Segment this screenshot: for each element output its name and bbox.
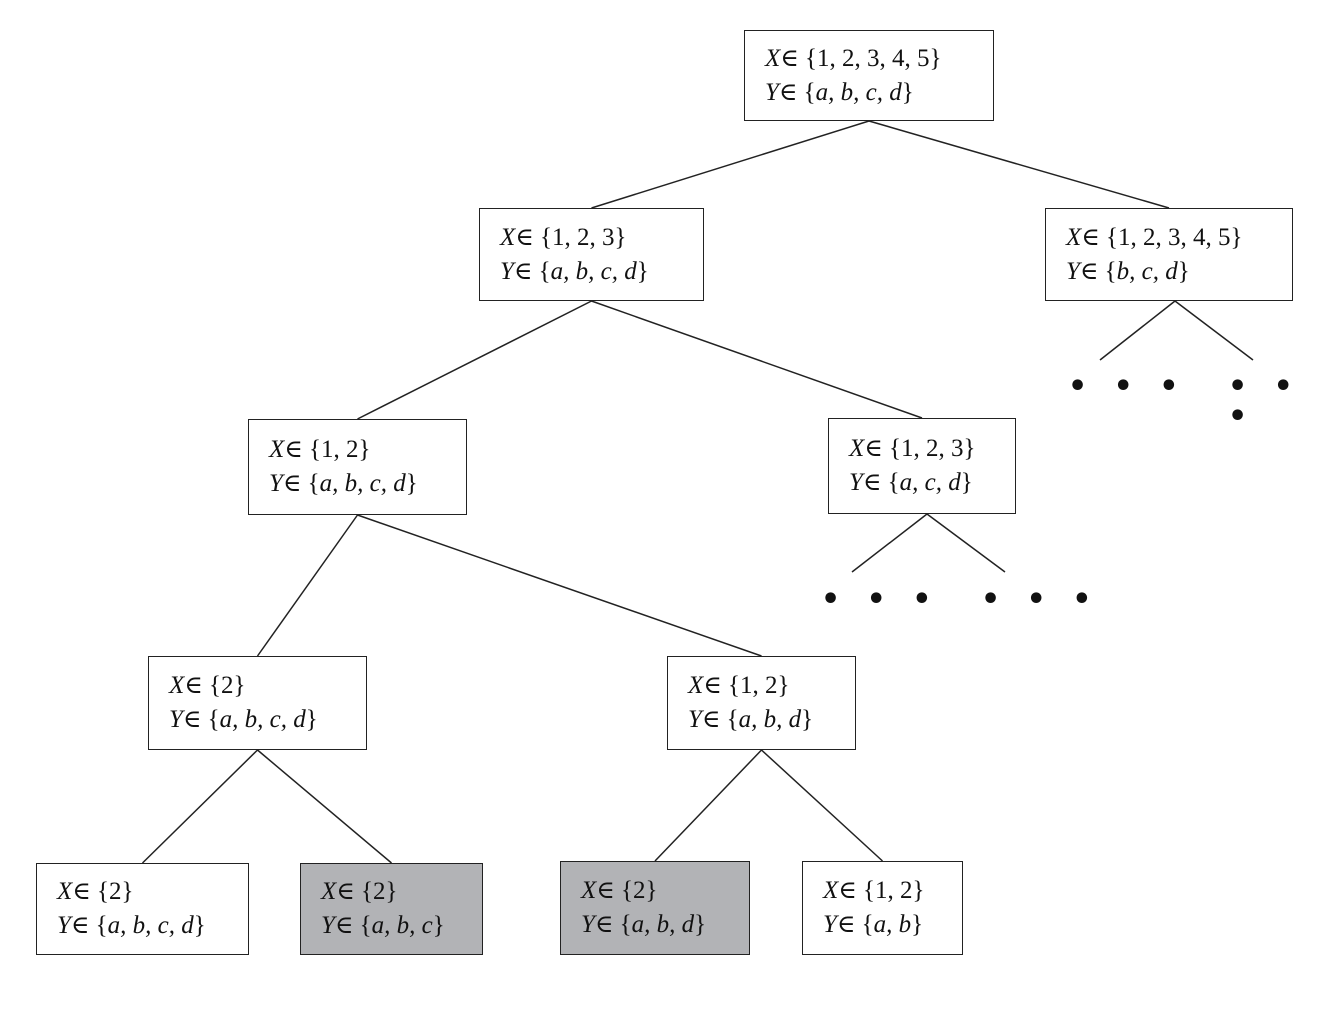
node-x-domain: X∈ {2} <box>581 877 658 904</box>
x-values: 1, 2, 3, 4, 5 <box>817 44 930 72</box>
tree-node-highlighted: X∈ {2} Y∈ {a, b, c} <box>300 863 483 955</box>
node-x-domain: X∈ {1, 2} <box>269 436 371 463</box>
ellipsis-marker: • • • <box>821 582 940 617</box>
y-values: a, b, d <box>631 911 695 938</box>
ellipsis-marker: • • • <box>1068 369 1187 404</box>
node-x-domain: X∈ {2} <box>321 878 398 905</box>
node-y-domain: Y∈ {a, b, c, d} <box>269 470 418 497</box>
node-y-domain: Y∈ {a, b, c, d} <box>169 706 318 733</box>
tree-node: X∈ {1, 2, 3} Y∈ {a, b, c, d} <box>479 208 704 301</box>
truncated-edge <box>1174 300 1254 361</box>
node-y-domain: Y∈ {a, b, d} <box>581 911 707 938</box>
node-y-domain: Y∈ {a, b, c} <box>321 912 445 939</box>
tree-node: X∈ {1, 2} Y∈ {a, b, d} <box>667 656 856 750</box>
y-values: a, b, d <box>738 706 802 733</box>
tree-node: X∈ {1, 2, 3} Y∈ {a, c, d} <box>828 418 1016 514</box>
tree-edge <box>591 120 870 209</box>
tree-edge <box>760 749 884 862</box>
node-x-domain: X∈ {1, 2} <box>823 877 925 904</box>
node-x-domain: X∈ {1, 2, 3} <box>500 223 627 251</box>
truncated-edge <box>1099 300 1176 361</box>
ellipsis-marker: • • • <box>981 582 1100 617</box>
y-values: a, b, c, d <box>319 470 406 497</box>
y-values: a, b, c <box>371 912 433 939</box>
node-y-domain: Y∈ {a, b} <box>823 911 924 938</box>
tree-node-highlighted: X∈ {2} Y∈ {a, b, d} <box>560 861 750 955</box>
y-values: a, b, c, d <box>815 78 902 106</box>
x-values: 1, 2, 3, 4, 5 <box>1118 223 1231 251</box>
node-y-domain: Y∈ {a, b, c, d} <box>500 257 649 285</box>
tree-edge <box>357 514 762 657</box>
tree-node: X∈ {1, 2} Y∈ {a, b} <box>802 861 963 955</box>
y-values: a, b, c, d <box>219 706 306 733</box>
tree-edge <box>256 514 359 657</box>
ellipsis-marker: • • • <box>1228 369 1301 434</box>
truncated-edge <box>926 513 1006 573</box>
node-y-domain: Y∈ {b, c, d} <box>1066 257 1190 285</box>
x-values: 1, 2, 3 <box>552 223 615 251</box>
node-y-domain: Y∈ {a, b, d} <box>688 706 814 733</box>
truncated-edge <box>851 513 928 573</box>
node-x-domain: X∈ {2} <box>169 672 246 699</box>
tree-edge <box>868 120 1170 209</box>
node-x-domain: X∈ {1, 2} <box>688 672 790 699</box>
node-y-domain: Y∈ {a, c, d} <box>849 469 973 496</box>
y-values: a, b <box>873 911 912 938</box>
x-values: 1, 2 <box>875 877 913 904</box>
x-values: 2 <box>373 878 386 905</box>
y-values: a, b, c, d <box>550 257 637 285</box>
x-values: 1, 2 <box>321 436 359 463</box>
tree-node: X∈ {1, 2} Y∈ {a, b, c, d} <box>248 419 467 515</box>
tree-edge <box>257 749 392 864</box>
y-values: a, b, c, d <box>107 912 194 939</box>
tree-edge <box>141 749 259 864</box>
tree-node: X∈ {2} Y∈ {a, b, c, d} <box>148 656 367 750</box>
x-values: 2 <box>221 672 234 699</box>
x-values: 1, 2 <box>740 672 778 699</box>
node-x-domain: X∈ {1, 2, 3, 4, 5} <box>765 44 942 72</box>
tree-edge <box>654 749 763 862</box>
tree-node: X∈ {1, 2, 3, 4, 5} Y∈ {a, b, c, d} <box>744 30 994 121</box>
x-values: 2 <box>633 877 646 904</box>
y-values: b, c, d <box>1116 257 1178 285</box>
node-y-domain: Y∈ {a, b, c, d} <box>765 78 914 106</box>
node-x-domain: X∈ {1, 2, 3, 4, 5} <box>1066 223 1243 251</box>
tree-node: X∈ {2} Y∈ {a, b, c, d} <box>36 863 249 955</box>
node-y-domain: Y∈ {a, b, c, d} <box>57 912 206 939</box>
node-x-domain: X∈ {1, 2, 3} <box>849 435 976 462</box>
node-x-domain: X∈ {2} <box>57 878 134 905</box>
x-values: 1, 2, 3 <box>901 435 964 462</box>
tree-node: X∈ {1, 2, 3, 4, 5} Y∈ {b, c, d} <box>1045 208 1293 301</box>
tree-edge <box>591 300 923 419</box>
y-values: a, c, d <box>899 469 961 496</box>
tree-edge <box>357 300 592 420</box>
x-values: 2 <box>109 878 122 905</box>
